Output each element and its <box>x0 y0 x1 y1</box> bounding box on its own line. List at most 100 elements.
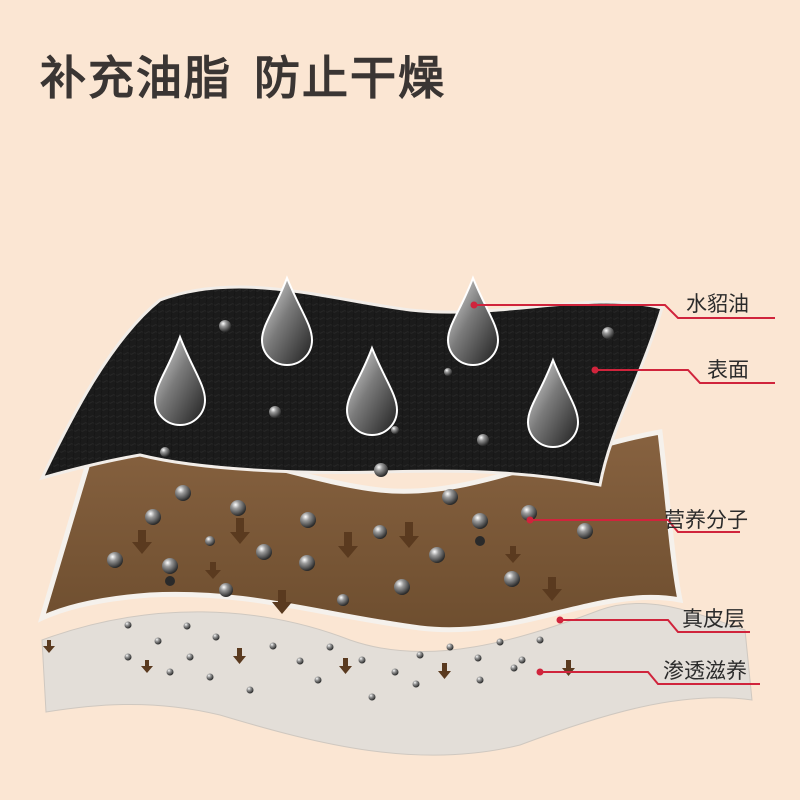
dot <box>474 654 482 662</box>
molecule <box>300 512 316 528</box>
dot <box>246 686 254 694</box>
droplet <box>602 327 614 339</box>
dot <box>412 680 420 688</box>
oil-drop <box>526 357 580 448</box>
molecule <box>162 558 178 574</box>
down-arrow-icon <box>272 590 292 614</box>
molecule <box>145 509 161 525</box>
callout-lines <box>474 304 775 685</box>
molecule <box>475 536 485 546</box>
dot <box>212 633 220 641</box>
callout-line-dermis <box>560 619 750 633</box>
oil-drop <box>345 345 399 436</box>
molecule <box>394 579 410 595</box>
callout-line-nutrients <box>530 519 740 533</box>
down-arrow-icon <box>338 532 358 558</box>
headline-part-2: 防止干燥 <box>254 51 446 105</box>
callout-label-dermis: 真皮层 <box>682 607 745 631</box>
down-arrow-icon <box>339 658 352 674</box>
droplet <box>444 368 452 376</box>
molecule <box>429 547 445 563</box>
down-arrow-icon <box>132 530 152 554</box>
callout-dot <box>556 616 564 624</box>
surface-droplets <box>160 320 614 477</box>
molecule <box>107 552 123 568</box>
molecule <box>165 576 175 586</box>
droplet <box>160 447 170 457</box>
callout-dot <box>536 668 544 676</box>
dot <box>183 622 191 630</box>
down-arrow-icon <box>43 640 55 653</box>
dot <box>358 656 366 664</box>
molecule <box>299 555 315 571</box>
callout-label-penetrate: 渗透滋养 <box>663 659 747 683</box>
molecule <box>175 485 191 501</box>
headline: 补充油脂防止干燥 <box>40 42 446 108</box>
down-arrow-icon <box>505 546 521 563</box>
dot <box>510 664 518 672</box>
droplet <box>269 406 281 418</box>
down-arrow-icon <box>205 562 221 579</box>
callout-line-penetrate <box>540 671 760 685</box>
oil-drop <box>446 275 500 366</box>
oil-drop <box>153 334 207 426</box>
molecule <box>504 571 520 587</box>
down-arrow-icon <box>399 522 419 548</box>
dot <box>496 638 504 646</box>
dot <box>186 653 194 661</box>
dermis-layer <box>38 429 684 633</box>
dot <box>368 693 376 701</box>
droplet <box>391 426 399 434</box>
dot <box>206 673 214 681</box>
dot <box>326 643 334 651</box>
dot <box>391 668 399 676</box>
molecule <box>442 489 458 505</box>
down-arrow-icon <box>141 660 153 673</box>
molecule <box>373 525 387 539</box>
down-arrow-icon <box>233 648 246 664</box>
down-arrow-icon <box>438 663 451 679</box>
leather-surface <box>39 285 664 487</box>
molecule <box>256 544 272 560</box>
mink-oil-drops <box>153 275 580 448</box>
callout-dot <box>470 301 478 309</box>
oil-drop <box>260 275 314 366</box>
molecule <box>521 505 537 521</box>
molecule <box>337 594 349 606</box>
callout-line-surface <box>595 369 775 384</box>
base-layer <box>41 602 753 756</box>
callout-dot <box>591 366 599 374</box>
nutrient-molecules <box>107 485 593 606</box>
down-arrow-icon <box>230 518 250 544</box>
droplet <box>477 434 489 446</box>
dot <box>166 668 174 676</box>
callout-label-nutrients: 营养分子 <box>664 508 748 532</box>
dot <box>124 621 132 629</box>
dot <box>446 643 454 651</box>
dot <box>518 656 526 664</box>
callout-dot <box>526 516 534 524</box>
molecule <box>472 513 488 529</box>
dermis-arrows <box>132 518 562 614</box>
droplet <box>219 320 231 332</box>
callout-dots <box>470 301 599 676</box>
headline-part-1: 补充油脂 <box>40 51 232 105</box>
dot <box>296 657 304 665</box>
molecule <box>205 536 215 546</box>
dot <box>124 653 132 661</box>
callout-label-surface: 表面 <box>707 358 749 382</box>
molecule <box>577 523 593 539</box>
dot <box>154 637 162 645</box>
dot <box>416 651 424 659</box>
dot <box>476 676 484 684</box>
callout-label-mink-oil: 水貂油 <box>686 292 749 316</box>
dot <box>269 642 277 650</box>
molecule <box>230 500 246 516</box>
dot <box>536 636 544 644</box>
down-arrow-icon <box>542 577 562 601</box>
molecule <box>219 583 233 597</box>
penetration-dots <box>124 621 544 701</box>
callout-line-mink-oil <box>474 304 775 319</box>
dot <box>314 676 322 684</box>
